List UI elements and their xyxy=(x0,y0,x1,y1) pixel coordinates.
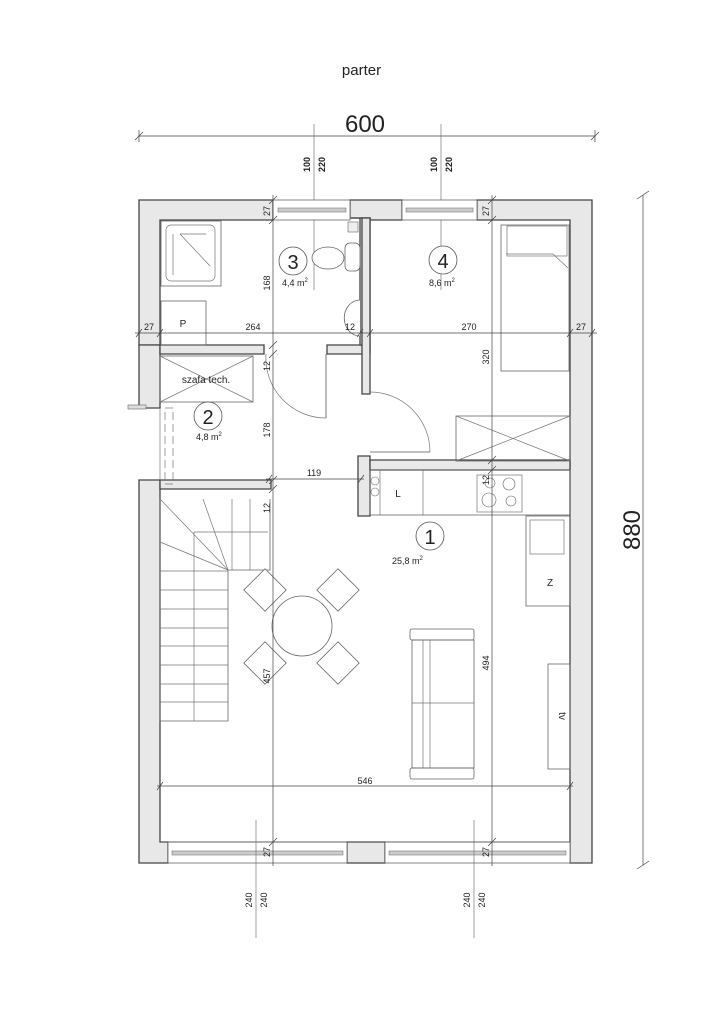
svg-text:12: 12 xyxy=(262,503,272,513)
svg-text:12: 12 xyxy=(262,361,272,371)
svg-text:szafa tech.: szafa tech. xyxy=(182,375,230,386)
svg-text:4,4 m2: 4,4 m2 xyxy=(282,278,309,288)
window-bottom-left xyxy=(167,841,348,864)
window-sill-label: 100 xyxy=(429,157,439,172)
dimension-chain-right: 27 320 12 494 27 xyxy=(481,195,497,866)
svg-text:2: 2 xyxy=(202,407,213,429)
svg-text:L: L xyxy=(395,489,401,500)
svg-text:3: 3 xyxy=(287,252,298,274)
window-height-label: 220 xyxy=(317,157,327,172)
svg-text:4: 4 xyxy=(437,251,448,273)
kitchen-counter: L Z xyxy=(369,469,571,607)
tv-cabinet: tv xyxy=(547,663,571,770)
svg-text:27: 27 xyxy=(481,206,491,216)
window-height-label: 240 xyxy=(259,892,269,907)
exterior-walls xyxy=(138,199,593,864)
washing-machine: P xyxy=(160,300,207,346)
svg-text:27: 27 xyxy=(262,847,272,857)
svg-text:27: 27 xyxy=(481,847,491,857)
svg-text:270: 270 xyxy=(461,322,476,332)
entrance-door xyxy=(127,404,174,485)
room-4-label: 4 8,6 m2 xyxy=(428,245,458,288)
bed xyxy=(500,224,570,372)
dimension-overall-width: 600 xyxy=(134,111,600,142)
svg-text:12: 12 xyxy=(345,322,355,332)
svg-text:27: 27 xyxy=(144,322,154,332)
overall-height-label: 880 xyxy=(619,510,646,550)
window-height-label: 240 xyxy=(477,892,487,907)
svg-text:320: 320 xyxy=(481,349,491,364)
dimension-chain-upper: 27 264 12 270 27 xyxy=(135,322,597,338)
window-height-label: 220 xyxy=(444,157,454,172)
svg-text:457: 457 xyxy=(262,668,272,683)
svg-text:P: P xyxy=(180,319,187,330)
dimension-overall-height: 880 xyxy=(619,190,650,870)
svg-text:264: 264 xyxy=(245,322,260,332)
floor-title: parter xyxy=(341,62,382,79)
window-sill-label: 240 xyxy=(244,892,254,907)
overall-width-label: 600 xyxy=(345,111,385,138)
tech-closet: szafa tech. xyxy=(159,355,254,403)
bathroom-door xyxy=(265,353,327,419)
window-top-right xyxy=(401,199,478,221)
window-sill-label: 240 xyxy=(462,892,472,907)
dimension-chain-left: 27 168 12 178 12 457 27 xyxy=(262,195,278,866)
svg-text:4,8 m2: 4,8 m2 xyxy=(196,432,223,442)
room-1-label: 1 25,8 m2 xyxy=(392,521,445,566)
svg-text:494: 494 xyxy=(481,655,491,670)
svg-text:tv: tv xyxy=(556,712,567,720)
svg-text:27: 27 xyxy=(262,206,272,216)
svg-text:12: 12 xyxy=(481,475,491,485)
svg-text:8,6 m2: 8,6 m2 xyxy=(429,278,456,288)
svg-text:25,8 m2: 25,8 m2 xyxy=(392,556,424,566)
staircase xyxy=(159,498,271,722)
sofa xyxy=(409,628,475,780)
svg-text:Z: Z xyxy=(547,578,553,589)
svg-text:546: 546 xyxy=(357,776,372,786)
window-sill-label: 100 xyxy=(302,157,312,172)
dimension-living-width: 546 xyxy=(156,776,574,791)
room-3-label: 3 4,4 m2 xyxy=(278,246,309,288)
toilet xyxy=(311,221,361,272)
svg-text:168: 168 xyxy=(262,275,272,290)
svg-text:119: 119 xyxy=(307,468,321,478)
room-2-label: 2 4,8 m2 xyxy=(193,401,223,442)
dimension-hall-width: 119 xyxy=(265,468,365,484)
svg-text:1: 1 xyxy=(424,527,435,549)
wardrobe-bedroom xyxy=(455,415,571,462)
svg-text:27: 27 xyxy=(576,322,586,332)
dining-table xyxy=(243,568,360,685)
window-top-left xyxy=(272,199,351,221)
svg-text:178: 178 xyxy=(262,422,272,437)
bedroom-door xyxy=(369,391,431,453)
sink xyxy=(343,299,361,337)
window-bottom-right xyxy=(384,841,571,864)
shower xyxy=(160,220,222,287)
